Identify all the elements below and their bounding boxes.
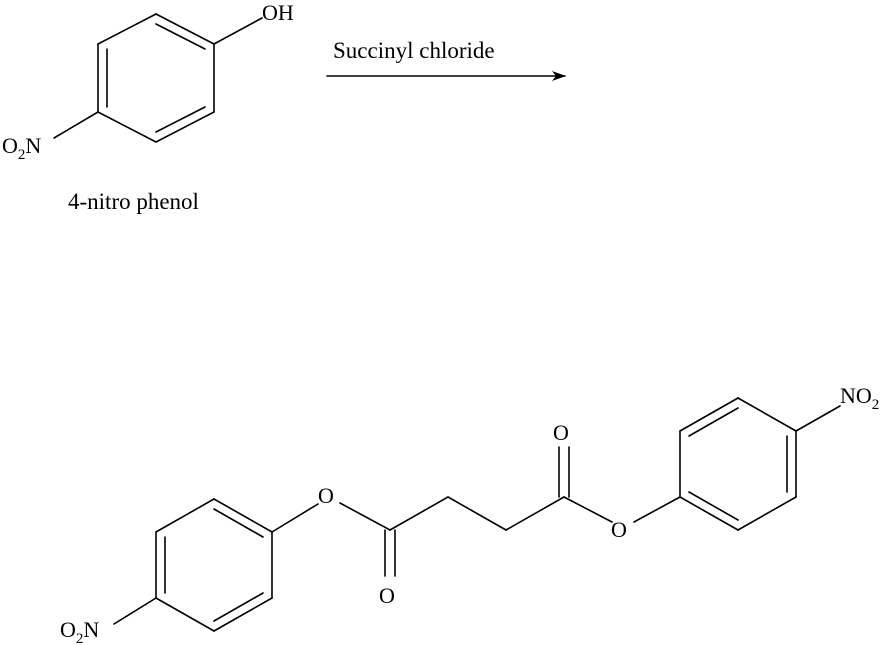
phenol-structure: OH O2N 4-nitro phenol <box>2 0 294 214</box>
left-oxygen-carbonyl-bond <box>340 503 390 530</box>
right-carbonyl-oxygen-bond <box>564 497 612 522</box>
hydroxyl-label: OH <box>262 0 294 25</box>
chain-bond-2 <box>448 497 506 530</box>
chain-bond-3 <box>506 497 564 530</box>
reagent-label: Succinyl chloride <box>333 38 495 63</box>
left-nitro-label: O2N <box>60 617 99 645</box>
right-ester-oxygen: O <box>611 517 627 542</box>
right-carbonyl-oxygen: O <box>553 420 569 445</box>
product-structure: O2N O O O O <box>60 383 879 645</box>
hydroxyl-bond <box>214 18 262 44</box>
starting-material-name: 4-nitro phenol <box>68 189 199 214</box>
chain-bond-1 <box>390 497 448 530</box>
left-nitro-bond <box>114 598 156 624</box>
nitro-group-label: O2N <box>2 133 41 163</box>
right-nitro-label: NO2 <box>840 383 879 413</box>
reaction-arrow-group: Succinyl chloride <box>327 38 565 76</box>
right-oxygen-aryl-bond <box>634 497 680 522</box>
nitro-bond <box>54 112 98 138</box>
left-carbonyl-oxygen: O <box>379 583 395 608</box>
left-ring-bonds <box>156 499 272 631</box>
left-ester-oxygen: O <box>318 483 334 508</box>
right-nitro-bond <box>796 406 840 431</box>
right-ring-bonds <box>680 398 796 530</box>
left-aryl-oxygen-bond <box>272 504 318 532</box>
phenol-ring-bonds <box>98 14 214 142</box>
